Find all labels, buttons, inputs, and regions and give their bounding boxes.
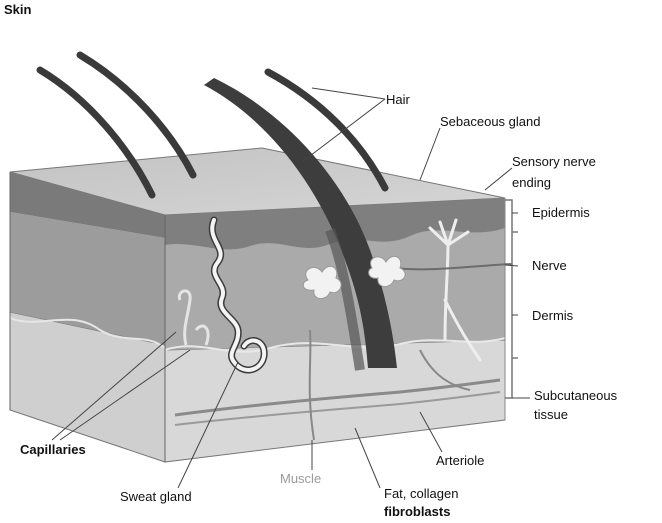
sensory-leader	[485, 168, 512, 190]
front-subcutaneous	[165, 340, 505, 462]
label-arteriole: Arteriole	[436, 453, 484, 468]
label-epidermis: Epidermis	[532, 205, 590, 220]
diagram-title: Skin	[4, 2, 31, 17]
left-face	[10, 172, 165, 462]
nerve-leader	[505, 265, 518, 266]
label-sebaceous-gland: Sebaceous gland	[440, 114, 540, 129]
label-dermis: Dermis	[532, 308, 573, 323]
label-sensory-nerve-ending-2: ending	[512, 175, 551, 190]
label-sensory-nerve-ending-1: Sensory nerve	[512, 154, 596, 169]
label-muscle: Muscle	[280, 471, 321, 486]
hair-leader	[312, 88, 385, 99]
hair-leader	[302, 99, 385, 162]
label-fat-2: fibroblasts	[384, 504, 450, 519]
label-capillaries: Capillaries	[20, 442, 86, 457]
label-fat-1: Fat, collagen	[384, 486, 458, 501]
label-hair: Hair	[386, 92, 410, 107]
sebaceous-leader	[420, 128, 440, 180]
label-sweat-gland: Sweat gland	[120, 489, 192, 504]
layer-bracket	[505, 200, 518, 398]
label-subcutaneous-2: tissue	[534, 407, 568, 422]
label-nerve: Nerve	[532, 258, 567, 273]
label-subcutaneous-1: Subcutaneous	[534, 388, 617, 403]
